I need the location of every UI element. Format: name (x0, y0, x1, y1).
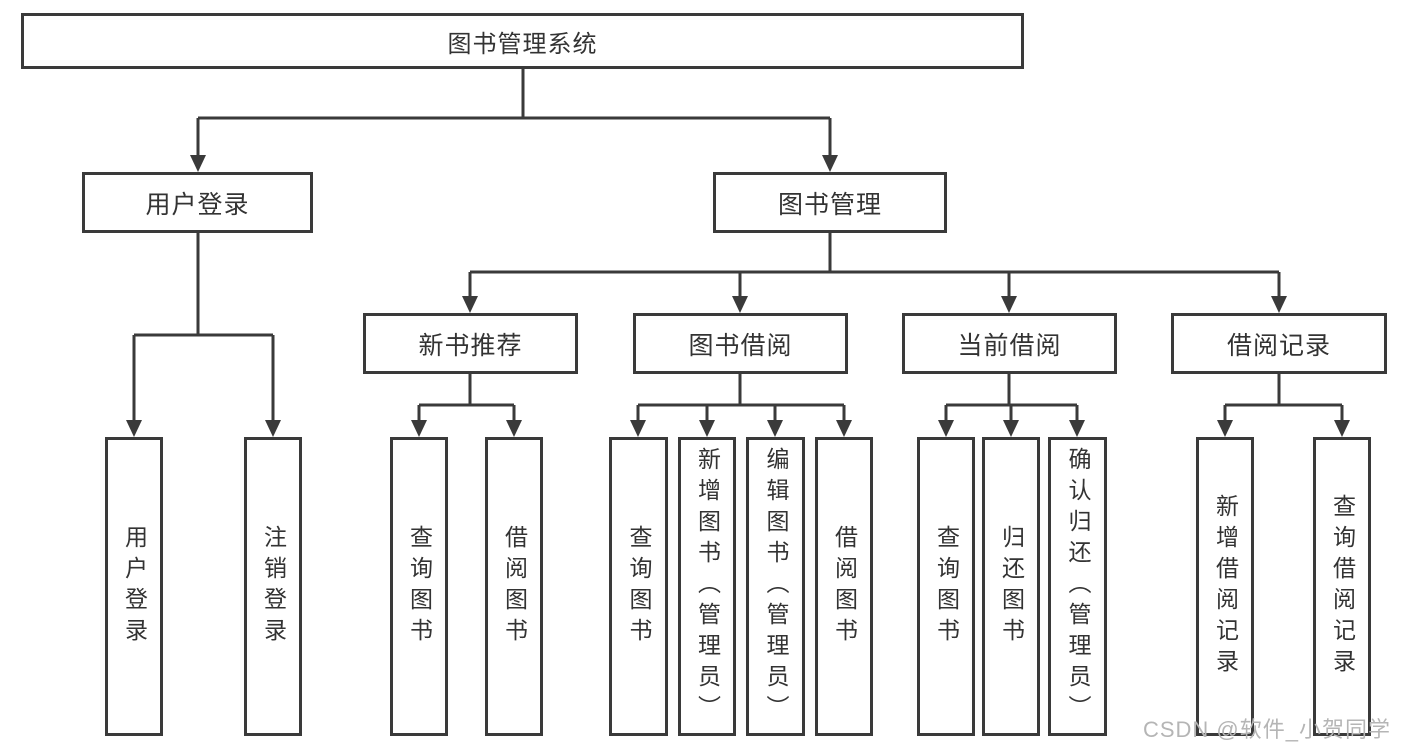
leaf-borrow-query: 查询图书 (609, 437, 668, 736)
node-book-management: 图书管理 (713, 172, 947, 233)
leaf-record-query: 查询借阅记录 (1313, 437, 1371, 736)
leaf-borrow-borrow-label: 借阅图书 (831, 524, 858, 649)
node-system: 图书管理系统 (21, 13, 1024, 69)
leaf-record-query-label: 查询借阅记录 (1329, 493, 1356, 680)
leaf-borrow-add: 新增图书（管理员） (678, 437, 736, 736)
node-new-book-recommend-label: 新书推荐 (418, 331, 523, 360)
node-current-borrow: 当前借阅 (902, 313, 1117, 374)
node-book-management-label: 图书管理 (777, 190, 882, 219)
node-book-borrow-label: 图书借阅 (688, 331, 793, 360)
leaf-borrow-borrow: 借阅图书 (815, 437, 873, 736)
leaf-borrow-query-label: 查询图书 (626, 524, 652, 649)
leaf-record-add-label: 新增借阅记录 (1212, 493, 1239, 680)
node-borrow-record-label: 借阅记录 (1226, 331, 1331, 360)
leaf-current-confirm-label: 确认归还（管理员） (1065, 447, 1091, 726)
leaf-current-query: 查询图书 (917, 437, 975, 736)
leaf-borrow-edit: 编辑图书（管理员） (746, 437, 805, 736)
leaf-user-login-label: 用户登录 (121, 524, 148, 649)
node-user-login: 用户登录 (82, 172, 313, 233)
csdn-watermark: CSDN @软件_小贺同学 (1142, 717, 1391, 742)
leaf-user-login: 用户登录 (105, 437, 163, 736)
leaf-logout: 注销登录 (244, 437, 302, 736)
leaf-current-confirm: 确认归还（管理员） (1048, 437, 1107, 736)
node-system-label: 图书管理系统 (447, 30, 598, 58)
leaf-current-return-label: 归还图书 (998, 524, 1025, 649)
leaf-newbook-borrow-label: 借阅图书 (501, 524, 528, 649)
leaf-borrow-add-label: 新增图书（管理员） (694, 447, 721, 726)
leaf-logout-label: 注销登录 (260, 524, 287, 649)
leaf-newbook-query-label: 查询图书 (406, 524, 433, 649)
arrowheads (126, 155, 1350, 437)
node-new-book-recommend: 新书推荐 (363, 313, 578, 374)
leaf-record-add: 新增借阅记录 (1196, 437, 1254, 736)
leaf-newbook-query: 查询图书 (390, 437, 448, 736)
node-user-login-label: 用户登录 (145, 190, 250, 219)
leaf-current-return: 归还图书 (982, 437, 1040, 736)
leaf-borrow-edit-label: 编辑图书（管理员） (763, 447, 789, 726)
leaf-newbook-borrow: 借阅图书 (485, 437, 543, 736)
node-book-borrow: 图书借阅 (633, 313, 848, 374)
node-current-borrow-label: 当前借阅 (957, 331, 1062, 360)
leaf-current-query-label: 查询图书 (933, 524, 960, 649)
node-borrow-record: 借阅记录 (1171, 313, 1387, 374)
